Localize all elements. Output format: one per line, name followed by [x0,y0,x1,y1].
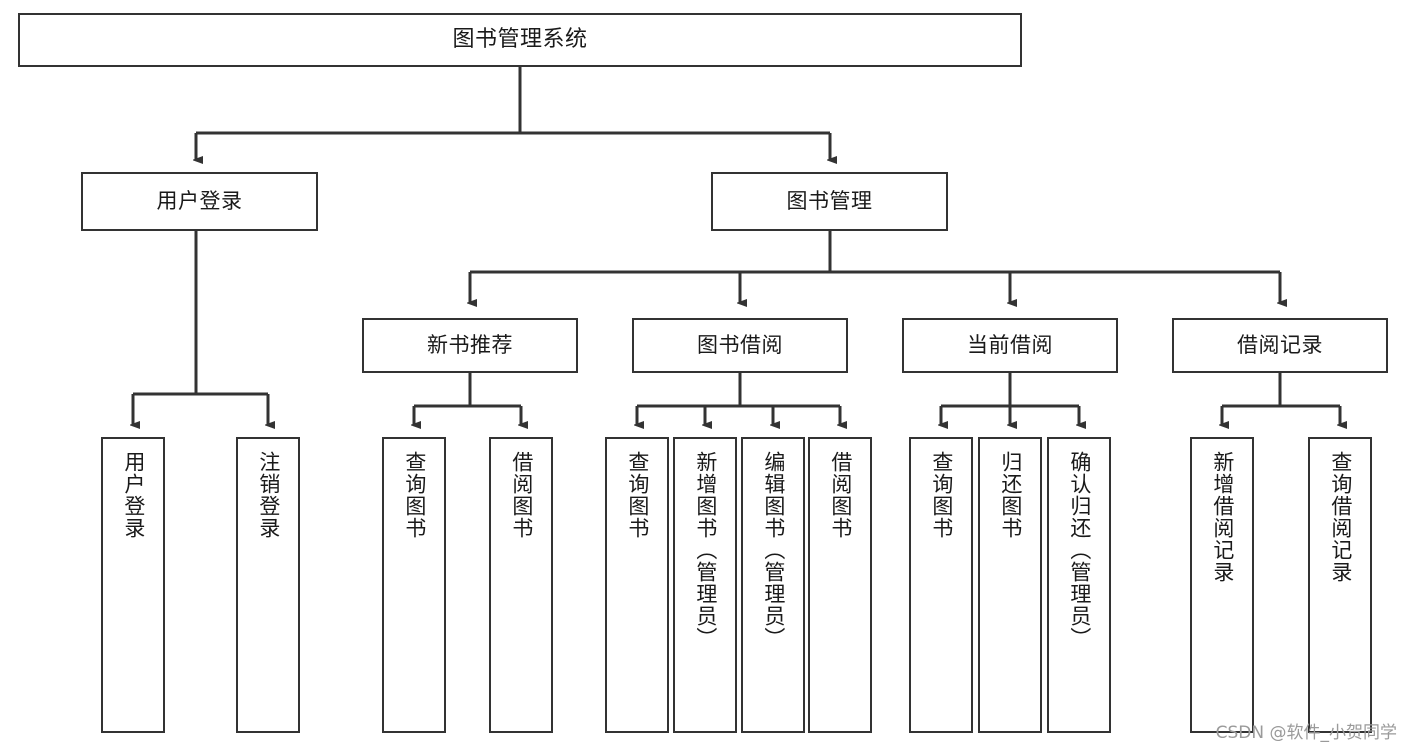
node-label: 新增图书（管理员） [693,451,718,649]
leaf-borrow-books-borrow[interactable]: 借阅图书 [808,437,872,733]
node-label: 借阅图书 [828,451,853,539]
node-book-borrowing[interactable]: 图书借阅 [632,318,848,373]
node-label: 图书管理系统 [452,27,588,53]
node-label: 当前借阅 [967,333,1053,358]
node-label: 借阅图书 [509,451,534,539]
node-user-login[interactable]: 用户登录 [81,172,318,231]
node-label: 图书借阅 [697,333,783,358]
node-book-management[interactable]: 图书管理 [711,172,948,231]
node-label: 借阅记录 [1237,333,1323,358]
node-new-book-recommendation[interactable]: 新书推荐 [362,318,578,373]
node-label: 归还图书 [998,451,1023,539]
leaf-edit-book-admin[interactable]: 编辑图书（管理员） [741,437,805,733]
leaf-query-books-newrec[interactable]: 查询图书 [382,437,446,733]
node-label: 确认归还（管理员） [1067,451,1092,649]
leaf-borrow-books-newrec[interactable]: 借阅图书 [489,437,553,733]
node-label: 查询图书 [625,451,650,539]
leaf-query-books-borrow[interactable]: 查询图书 [605,437,669,733]
leaf-query-books-current[interactable]: 查询图书 [909,437,973,733]
node-borrowing-records[interactable]: 借阅记录 [1172,318,1388,373]
node-current-borrowing[interactable]: 当前借阅 [902,318,1118,373]
leaf-return-books[interactable]: 归还图书 [978,437,1042,733]
node-label: 编辑图书（管理员） [761,451,786,649]
leaf-confirm-return-admin[interactable]: 确认归还（管理员） [1047,437,1111,733]
node-label: 查询图书 [929,451,954,539]
node-label: 新书推荐 [427,333,513,358]
node-label: 用户登录 [121,451,146,539]
leaf-query-borrow-record[interactable]: 查询借阅记录 [1308,437,1372,733]
node-label: 查询借阅记录 [1328,451,1353,583]
node-label: 查询图书 [402,451,427,539]
node-label: 图书管理 [786,189,873,214]
node-label: 用户登录 [156,189,243,214]
leaf-user-login[interactable]: 用户登录 [101,437,165,733]
node-label: 注销登录 [256,451,281,539]
leaf-add-book-admin[interactable]: 新增图书（管理员） [673,437,737,733]
node-label: 新增借阅记录 [1210,451,1235,583]
node-root-book-management-system[interactable]: 图书管理系统 [18,13,1022,67]
leaf-logout[interactable]: 注销登录 [236,437,300,733]
leaf-add-borrow-record[interactable]: 新增借阅记录 [1190,437,1254,733]
